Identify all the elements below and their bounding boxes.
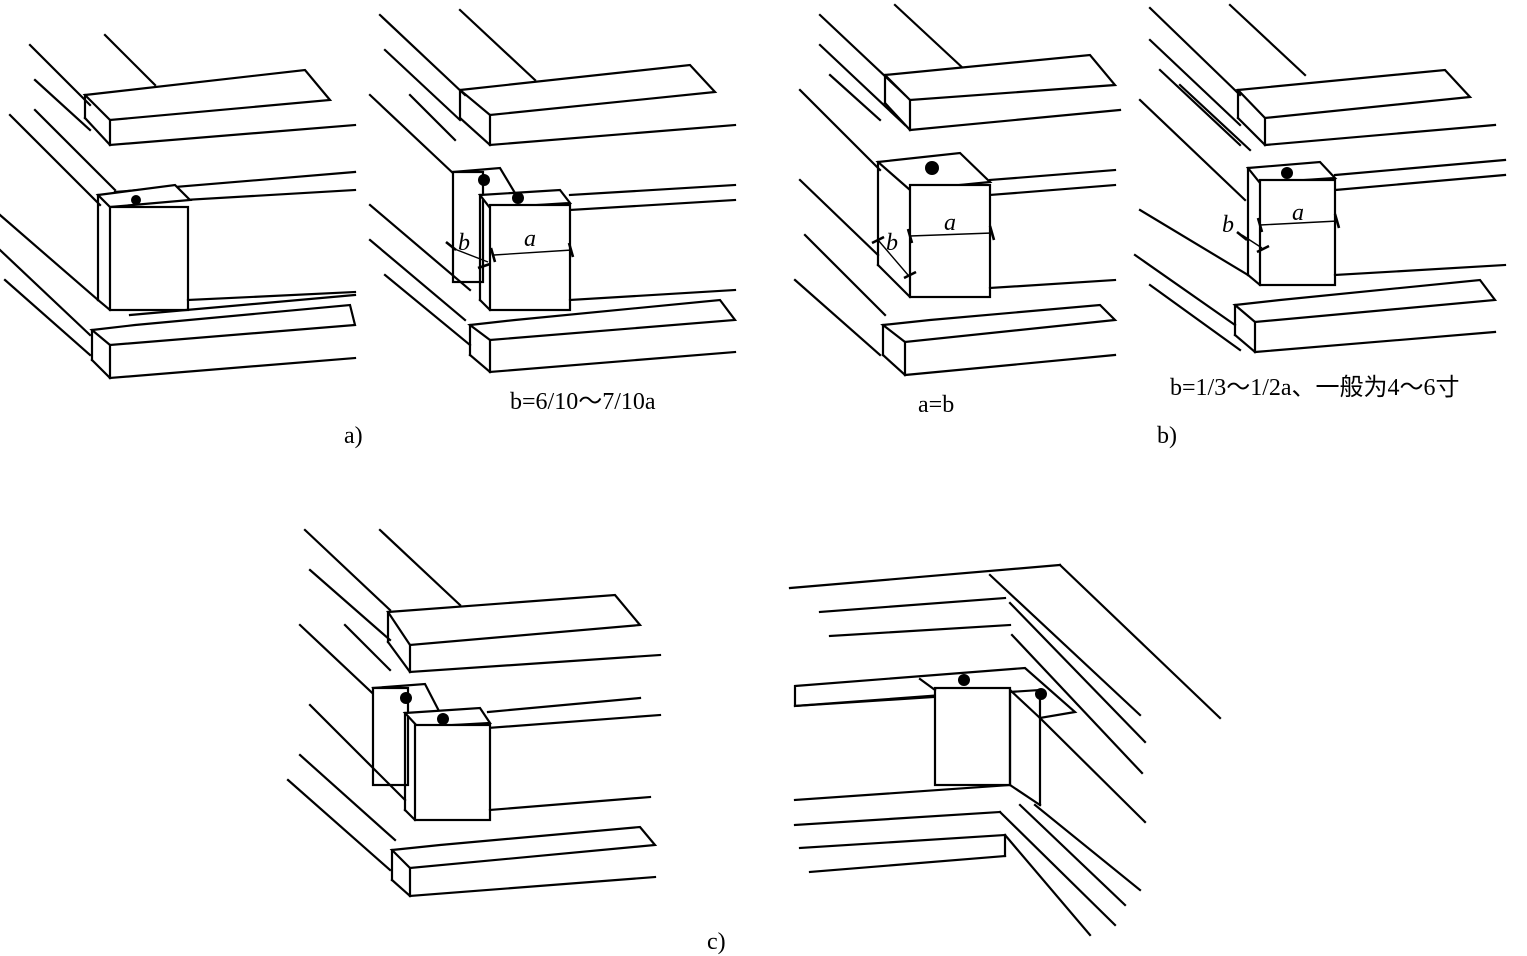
- panel-a-left-drawing: [0, 33, 357, 380]
- formula-b-left: a=b: [918, 392, 954, 418]
- dim-label-a: a: [1292, 200, 1304, 226]
- panel-a-right-drawing: b a: [368, 8, 738, 374]
- dim-label-b: b: [886, 230, 898, 256]
- panel-c-left-drawing: [286, 528, 662, 898]
- panel-b-left-drawing: b a: [793, 3, 1122, 377]
- caption-a: a): [344, 423, 363, 449]
- dim-label-b: b: [458, 230, 470, 256]
- caption-c: c): [707, 929, 726, 955]
- caption-b: b): [1157, 423, 1177, 449]
- dim-label-a: a: [524, 226, 536, 252]
- formula-b-right: b=1/3～1/2a、一般为4～6寸: [1170, 374, 1460, 401]
- dim-label-b: b: [1222, 212, 1234, 238]
- dim-label-a: a: [944, 210, 956, 236]
- panel-c-right-drawing: [788, 563, 1222, 937]
- formula-a-right: b=6/10～7/10a: [510, 389, 656, 415]
- panel-b-right-drawing: b a: [1133, 3, 1507, 354]
